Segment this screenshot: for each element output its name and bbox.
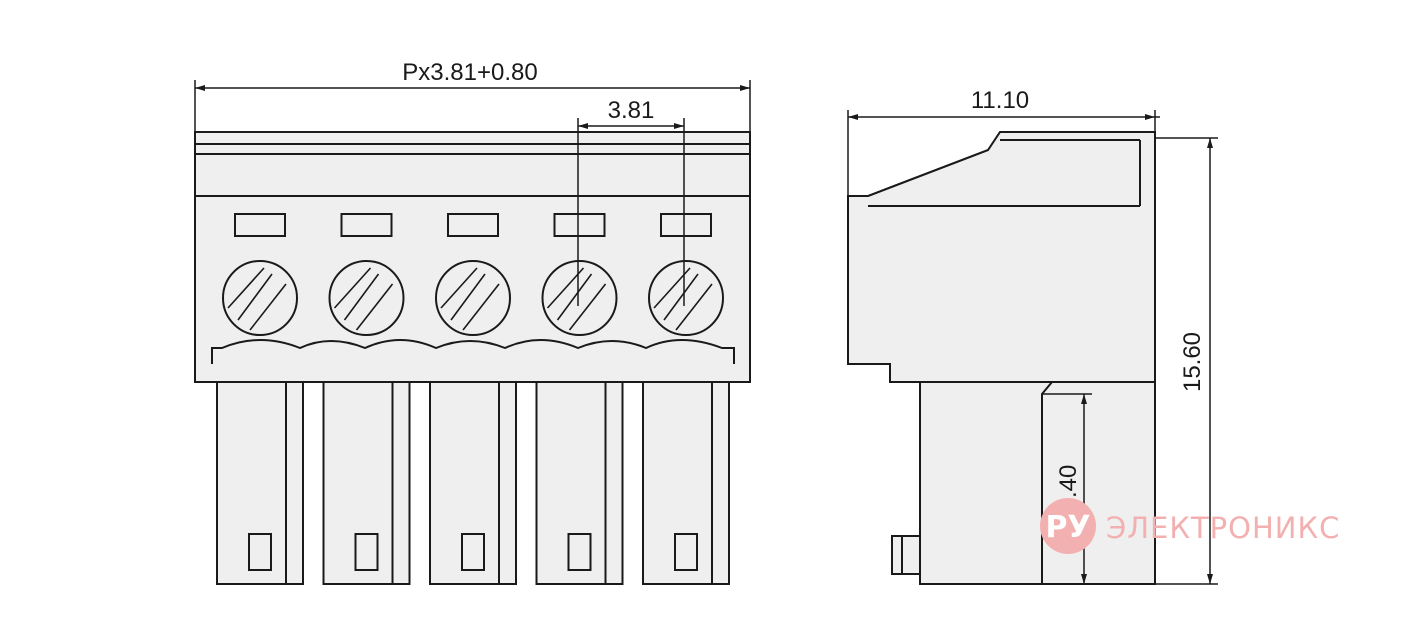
dim-pitch-arrow-right xyxy=(674,123,684,129)
pin-window xyxy=(248,533,272,571)
watermark-badge xyxy=(1040,498,1096,554)
screw-hatch xyxy=(450,273,486,321)
dim-pin-arrow-bottom xyxy=(1081,574,1087,584)
screw-hatch xyxy=(237,273,273,321)
front-poles xyxy=(216,213,730,585)
dim-height-label: 15.60 xyxy=(1179,332,1206,392)
pole-window-slot xyxy=(234,213,286,237)
screw-hatch xyxy=(663,273,699,321)
screw-hatch xyxy=(462,283,500,331)
dim-overall-length-label: Px3.81+0.80 xyxy=(402,59,537,86)
dim-pin-arrow-top xyxy=(1081,394,1087,404)
dim-overall-arrow-right xyxy=(740,85,750,91)
side-lever-slope xyxy=(867,149,989,197)
dim-pitch-arrow-left xyxy=(578,123,588,129)
watermark-text: ЭЛЕКТРОНИКС xyxy=(1106,511,1340,545)
dim-depth-arrow-left xyxy=(848,114,858,120)
pole-window-slot xyxy=(660,213,712,237)
side-latch xyxy=(891,535,921,575)
side-lower-body xyxy=(919,381,1156,585)
pin-window xyxy=(461,533,485,571)
dim-pitch-label: 3.81 xyxy=(608,97,655,124)
dim-height-arrow-top xyxy=(1207,138,1213,148)
dim-depth-arrow-right xyxy=(1145,114,1155,120)
screw-hatch xyxy=(343,273,380,321)
screw-hatch xyxy=(675,283,713,331)
dim-depth-label: 11.10 xyxy=(971,87,1029,114)
screw-hatch xyxy=(333,267,372,309)
watermark: РУ ЭЛЕКТРОНИКС xyxy=(1040,498,1340,554)
front-housing xyxy=(194,131,751,383)
screw-hatch xyxy=(355,283,394,331)
screw-hatch xyxy=(556,273,593,321)
pole-window-slot xyxy=(447,213,499,237)
pole-window-slot xyxy=(340,213,393,237)
pin-window xyxy=(674,533,698,571)
dim-overall-arrow-left xyxy=(195,85,205,91)
front-scallop-edge xyxy=(211,339,735,364)
pole-window-slot xyxy=(553,213,606,237)
pin-window xyxy=(354,533,379,571)
dim-height-arrow-bottom xyxy=(1207,574,1213,584)
front-view: Px3.81+0.80 3.81 xyxy=(194,59,751,585)
side-view: 11.10 15.60 6.40 xyxy=(847,87,1218,585)
screw-hatch xyxy=(227,267,265,309)
side-upper-body xyxy=(847,131,1156,383)
screw-hatch xyxy=(249,283,287,331)
pin-window xyxy=(567,533,592,571)
screw-hatch xyxy=(568,283,607,331)
screw-hatch xyxy=(440,267,478,309)
watermark-badge-text: РУ xyxy=(1045,510,1090,545)
